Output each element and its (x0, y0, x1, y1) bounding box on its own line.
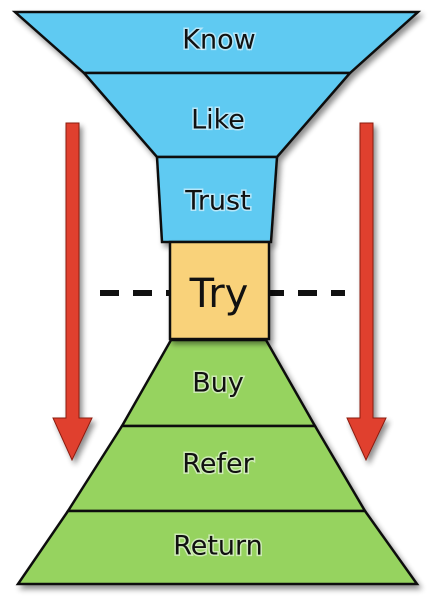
stage-return-band (15, 509, 420, 586)
stage-try-label: Try (189, 271, 249, 317)
stage-refer-label: Refer (182, 449, 254, 480)
stage-trust-band (155, 155, 279, 244)
stage-know-label: Know (182, 25, 255, 56)
bottom-pyramid (15, 338, 420, 586)
stage-try-box (168, 240, 271, 341)
down-arrow-icon (52, 122, 93, 462)
down-arrow-icon (346, 122, 387, 462)
stage-return-label: Return (173, 531, 263, 562)
top-funnel (11, 10, 422, 244)
stage-like-label: Like (191, 105, 245, 136)
stage-trust-label: Trust (184, 186, 250, 217)
stage-buy-label: Buy (192, 368, 244, 399)
